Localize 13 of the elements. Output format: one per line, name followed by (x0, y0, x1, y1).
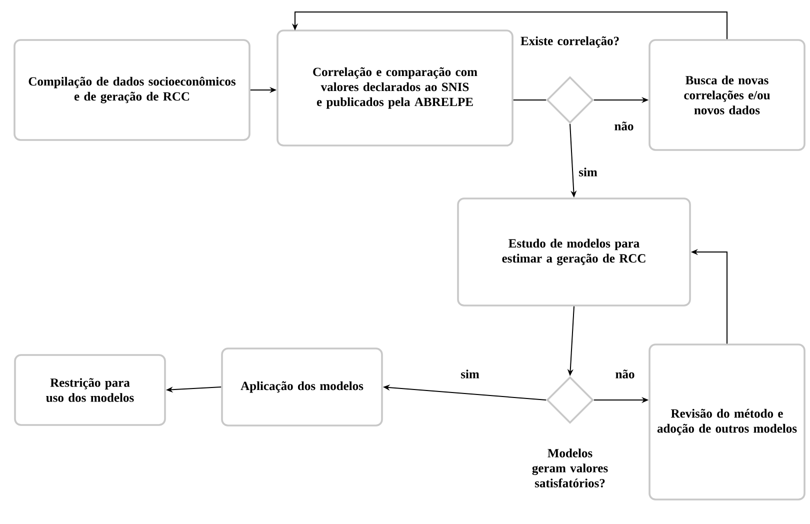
process-box: Estudo de modelos para estimar a geração de RCC (457, 198, 691, 306)
edge-label: não (614, 368, 636, 380)
edge-label: não (613, 120, 635, 132)
process-box: Revisão do método e adoção de outros modelos (648, 344, 806, 500)
question-label: Existe correlação? (520, 36, 619, 48)
process-box: Compilação de dados socioeconômicos e de geração de RCC (14, 39, 250, 141)
process-box: Busca de novas correlações e/ou novos dados (648, 39, 806, 151)
edge-label: sim (460, 368, 480, 380)
process-box: Restrição para uso dos modelos (14, 354, 166, 426)
question-label: Modelos geram valores satisfatórios? (532, 448, 608, 488)
process-box: Correlação e comparação com valores declarados ao SNIS e publicados pela ABRELPE (276, 30, 514, 146)
edge-label: sim (578, 166, 598, 178)
process-box: Aplicação dos modelos (221, 348, 383, 426)
